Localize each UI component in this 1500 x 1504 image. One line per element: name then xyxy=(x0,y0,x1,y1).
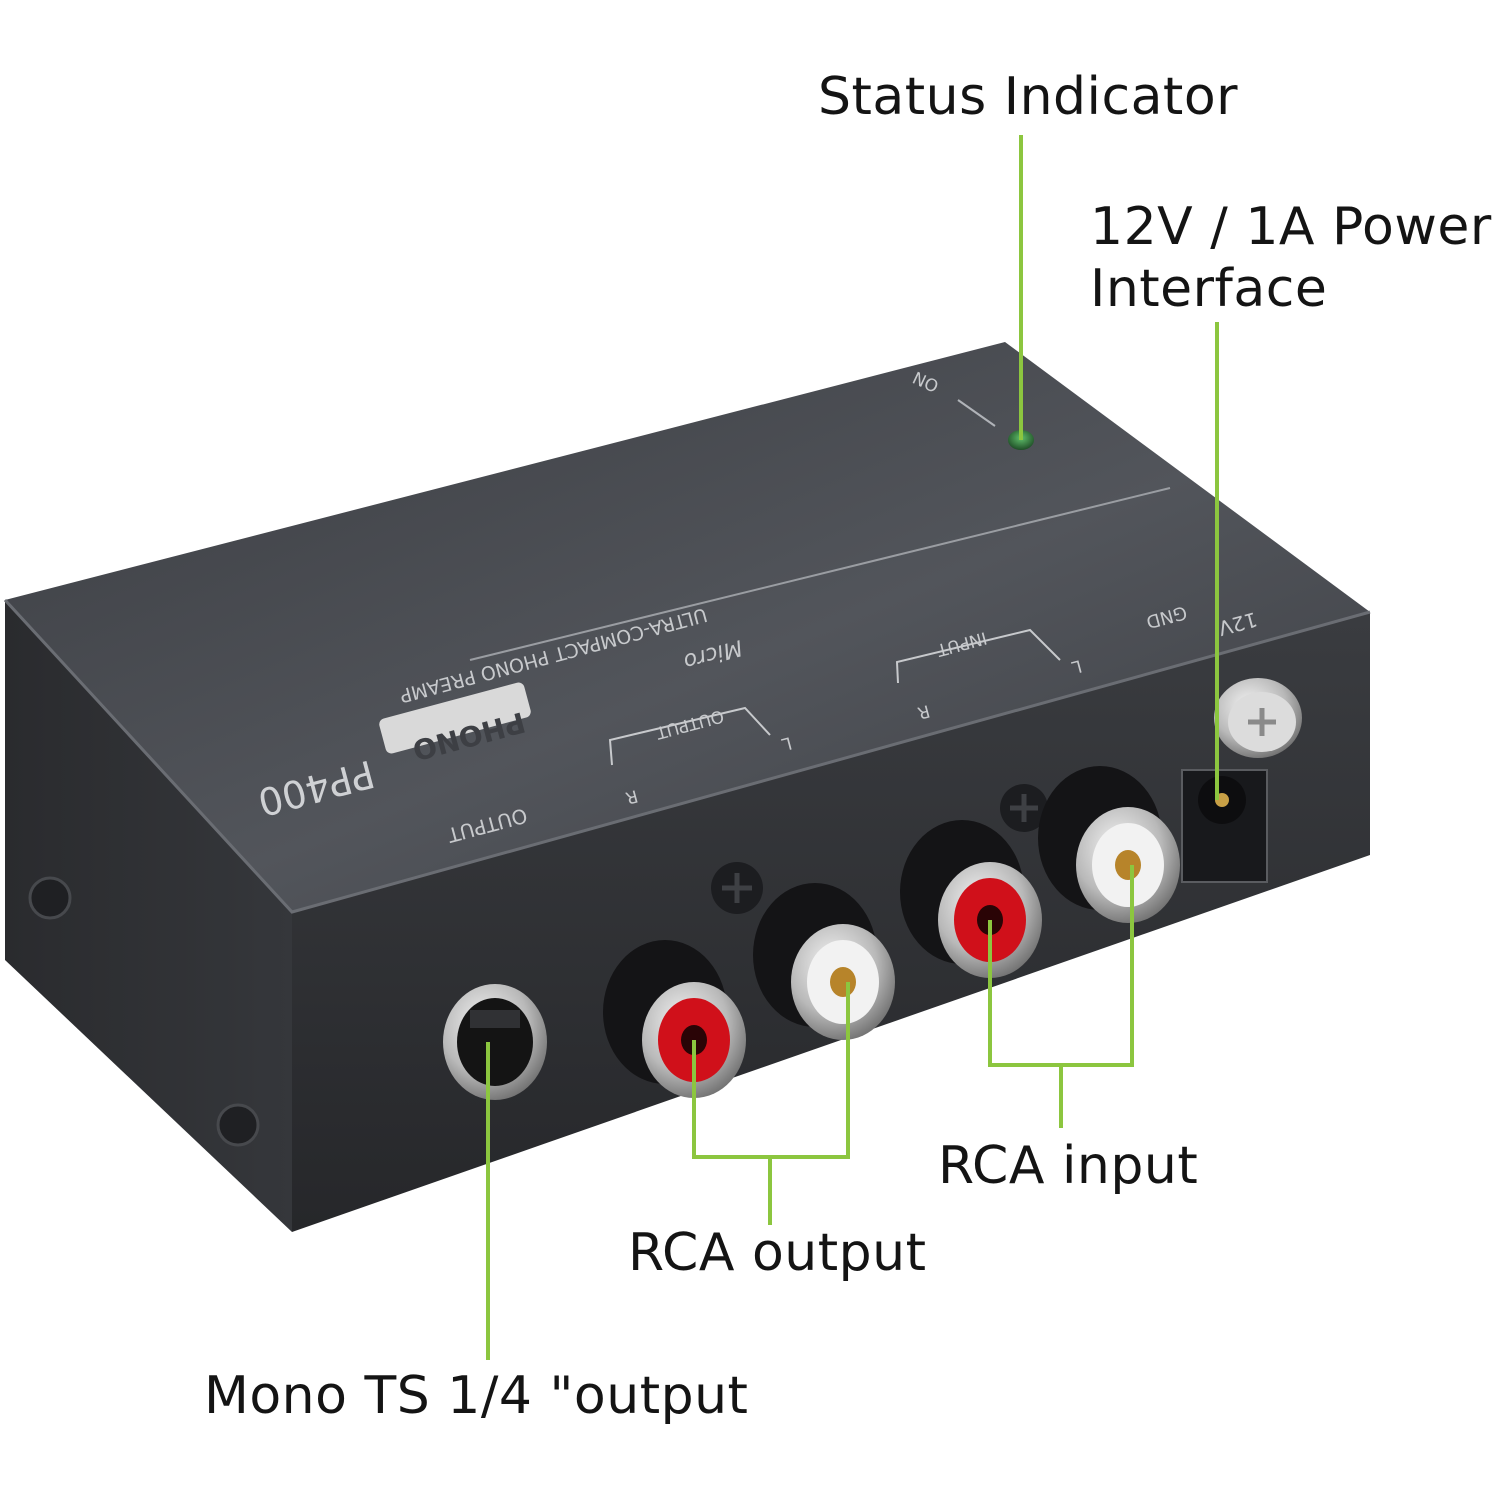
front-screw-left xyxy=(711,862,763,914)
callout-rca-input: RCA input xyxy=(938,1136,1199,1196)
top-divider-line xyxy=(469,487,1171,661)
front-screw-right xyxy=(1000,784,1048,832)
callout-status-indicator: Status Indicator xyxy=(818,67,1239,127)
output-bracket xyxy=(608,706,771,766)
callout-power-line1: 12V / 1A Power xyxy=(1090,197,1492,257)
device-edge-highlight xyxy=(3,598,1371,914)
rca-input-left-jack xyxy=(1038,766,1180,923)
callout-power-interface: 12V / 1A Power Interface xyxy=(1090,196,1492,320)
rca-input-right-jack xyxy=(900,820,1042,978)
phono-badge xyxy=(379,682,531,754)
ground-screw xyxy=(1214,678,1302,758)
callout-mono-output: Mono TS 1/4 "output xyxy=(204,1366,749,1426)
input-bracket xyxy=(895,628,1061,684)
callout-power-line2: Interface xyxy=(1090,259,1328,319)
output-r-mark: R xyxy=(623,785,640,807)
quarter-inch-jack xyxy=(443,984,547,1100)
dc-power-jack xyxy=(1181,769,1268,883)
side-screw-lower xyxy=(216,1103,260,1147)
device-top-face xyxy=(5,342,1370,912)
on-tick-line xyxy=(957,399,996,427)
leader-rca-output xyxy=(692,982,850,1225)
input-r-mark: R xyxy=(915,700,932,722)
side-screw-upper xyxy=(28,876,72,920)
callout-lines xyxy=(486,135,1219,1360)
device-left-side xyxy=(5,600,292,1232)
leader-rca-input xyxy=(988,865,1134,1128)
callout-rca-output: RCA output xyxy=(628,1223,927,1283)
